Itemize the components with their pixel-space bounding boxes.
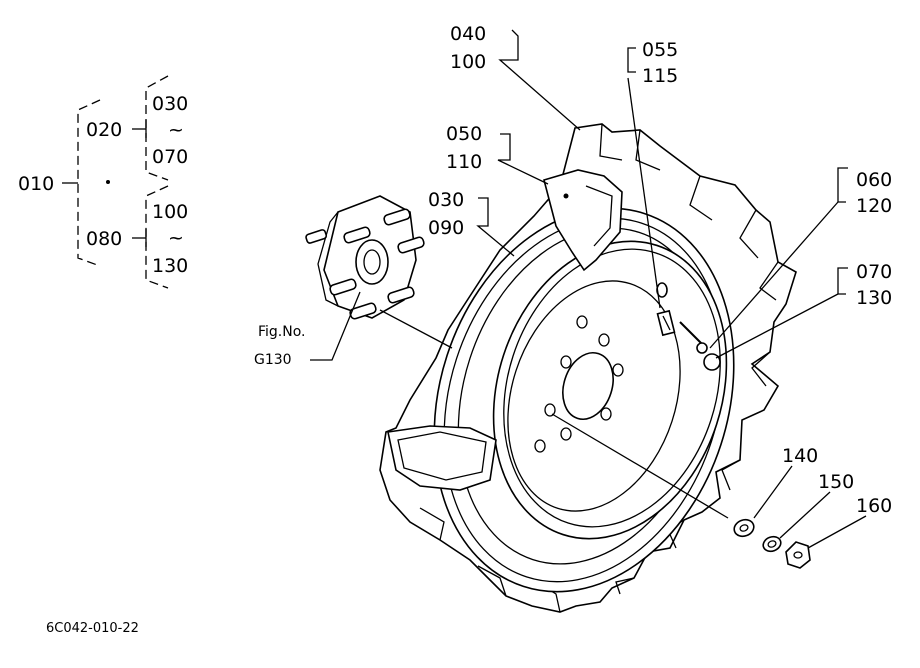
tree-upper-range-mark: ~ [168,119,184,141]
callout-040: 040 [450,23,486,45]
callout-050: 050 [446,123,482,145]
callout-140: 140 [782,445,818,467]
tree-lower-range-mark: ~ [168,227,184,249]
callout-030: 030 [428,189,464,211]
drawing-code: 6C042-010-22 [46,621,139,636]
tree-lower-range-start: 100 [152,201,188,223]
tree-lower-group-label: 080 [86,228,122,250]
callout-labels: 040 100 055 115 050 110 030 090 060 120 … [46,23,892,636]
callout-130: 130 [856,287,892,309]
parts-tree: 010 020 030 ~ 070 080 100 ~ 130 [18,75,188,289]
callout-100: 100 [450,51,486,73]
callout-090: 090 [428,217,464,239]
hub-adapter-drawing [305,195,425,320]
tree-dot [106,180,110,184]
fig-ref-line2: G130 [254,352,292,368]
tree-root-label: 010 [18,173,54,195]
fig-ref-line1: Fig.No. [258,324,306,340]
callout-120: 120 [856,195,892,217]
callout-115: 115 [642,65,678,87]
callout-150: 150 [818,471,854,493]
callout-055: 055 [642,39,678,61]
tree-upper-range-start: 030 [152,93,188,115]
callout-070: 070 [856,261,892,283]
leader-lines [310,29,867,549]
callout-060: 060 [856,169,892,191]
tree-upper-range-end: 070 [152,146,188,168]
callout-160: 160 [856,495,892,517]
tree-lower-range-end: 130 [152,255,188,277]
tree-upper-group-label: 020 [86,119,122,141]
hardware-drawing [733,518,811,569]
callout-110: 110 [446,151,482,173]
